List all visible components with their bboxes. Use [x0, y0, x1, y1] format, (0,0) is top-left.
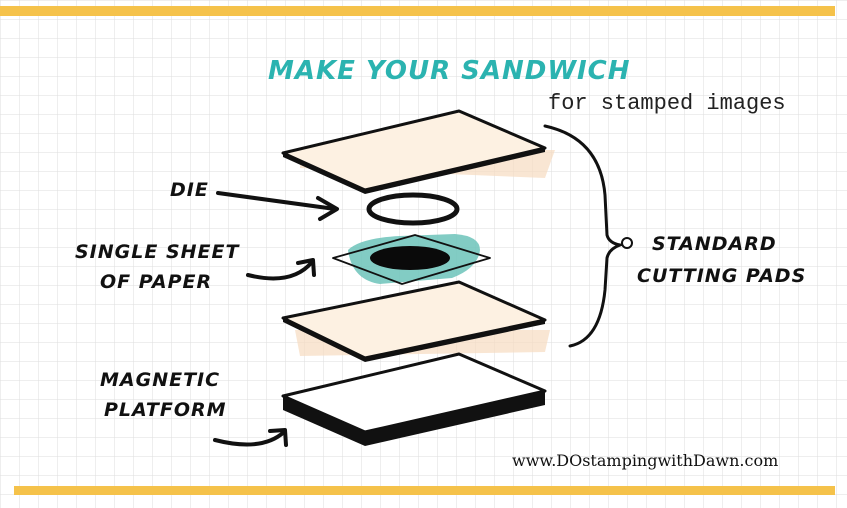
top-cutting-pad	[281, 109, 555, 194]
top-accent-bar	[0, 6, 835, 16]
label-paper-line2: OF PAPER	[100, 271, 212, 293]
bottom-cutting-pad	[281, 280, 550, 362]
magnetic-platform	[281, 352, 547, 446]
stamped-image-cutout	[370, 246, 450, 270]
page-title: MAKE YOUR SANDWICH	[268, 56, 631, 86]
label-platform-line2: PLATFORM	[104, 399, 227, 421]
die-ring	[366, 192, 460, 226]
label-pads-line1: STANDARD	[652, 233, 777, 255]
paper-sheet	[332, 234, 491, 285]
label-die: DIE	[170, 179, 209, 201]
brace-point-icon	[621, 237, 633, 249]
bottom-accent-bar	[14, 486, 835, 495]
paper-arrow-icon	[246, 258, 316, 281]
die-arrow-icon	[216, 191, 339, 221]
website-url: www.DOstampingwithDawn.com	[512, 451, 778, 470]
platform-arrow-icon	[213, 428, 288, 447]
subtitle: for stamped images	[548, 91, 786, 116]
label-platform-line1: MAGNETIC	[100, 369, 220, 391]
label-pads-line2: CUTTING PADS	[637, 265, 806, 287]
cutting-pads-brace	[543, 124, 626, 348]
label-paper-line1: SINGLE SHEET	[75, 241, 240, 263]
